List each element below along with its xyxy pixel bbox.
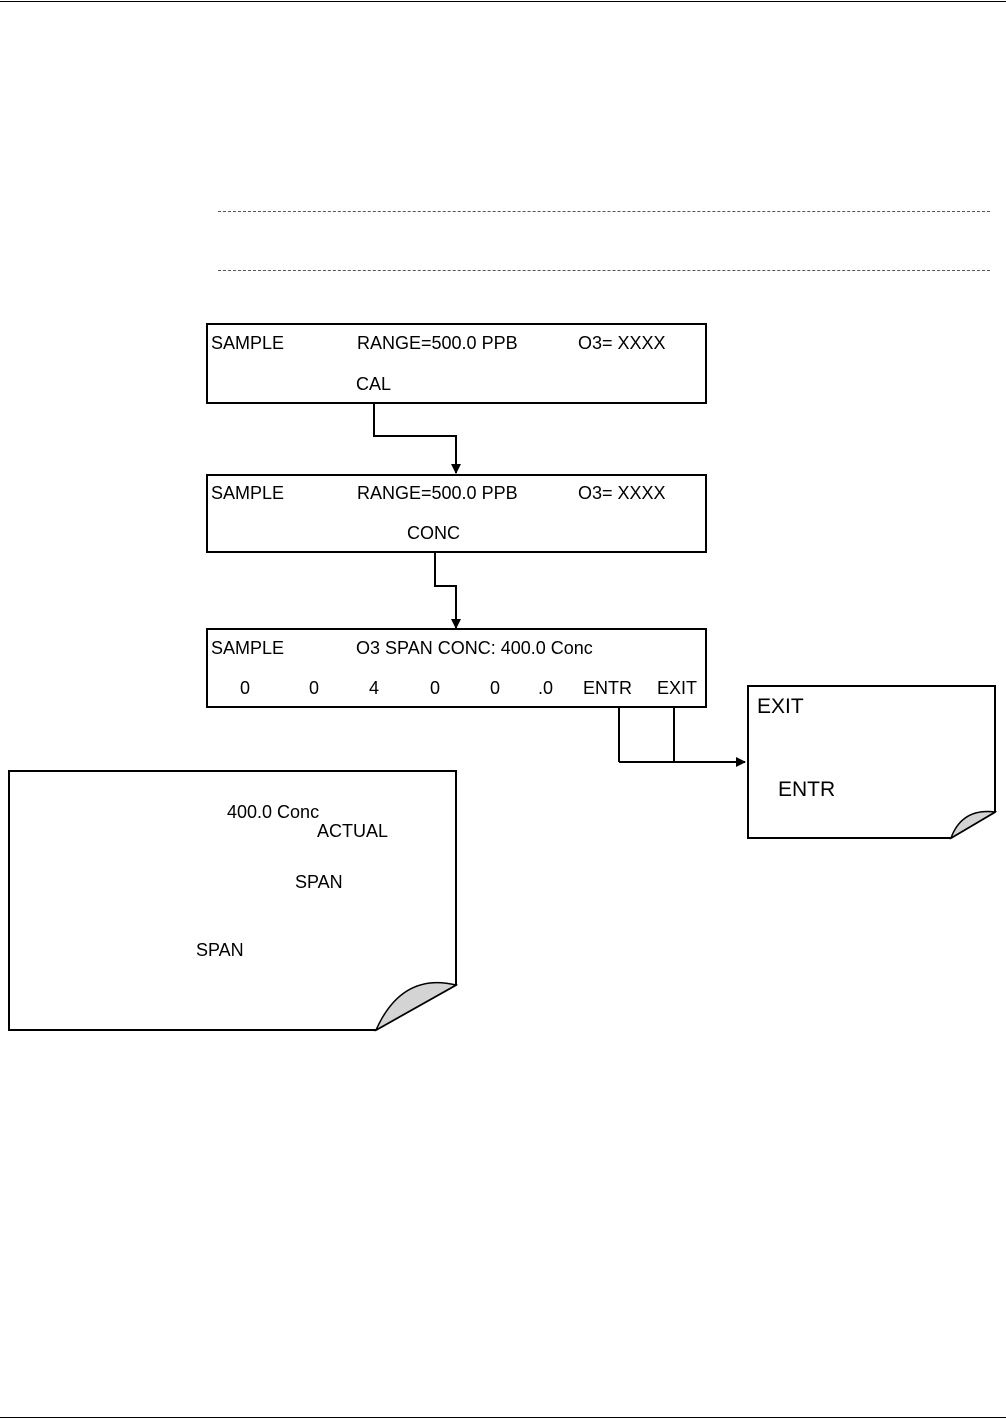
- screen2-range: RANGE=500.0 PPB: [357, 483, 518, 503]
- bottom-rule: [0, 1417, 1006, 1418]
- dashed-rule-lower: [218, 270, 990, 271]
- screen1-range: RANGE=500.0 PPB: [357, 333, 518, 353]
- connector-cal-to-conc: [373, 396, 461, 474]
- exit-key[interactable]: EXIT: [657, 678, 698, 698]
- screen2-mode: SAMPLE: [211, 483, 285, 503]
- screen3-message: O3 SPAN CONC: 400.0 Conc: [356, 638, 593, 658]
- note-entr-label: ENTR: [778, 778, 836, 801]
- note-span-label-1: SPAN: [295, 872, 343, 892]
- note-exit-label: EXIT: [757, 695, 804, 718]
- cal-key[interactable]: CAL: [356, 374, 392, 394]
- top-rule: [0, 1, 1006, 2]
- connector-conc-to-span: [434, 545, 461, 629]
- digit-key-2[interactable]: 0: [309, 678, 320, 698]
- digit-key-1[interactable]: 0: [240, 678, 251, 698]
- note-conc-fold-icon: [374, 981, 459, 1032]
- dashed-rule-upper: [218, 211, 990, 212]
- screen1-mode: SAMPLE: [211, 333, 285, 353]
- digit-key-4[interactable]: 0: [430, 678, 441, 698]
- digit-key-3[interactable]: 4: [369, 678, 380, 698]
- screen3-mode: SAMPLE: [211, 638, 285, 658]
- display-screen-3: [206, 628, 707, 708]
- note-exit-fold-icon: [949, 810, 998, 840]
- note-actual-label: ACTUAL: [317, 821, 389, 841]
- note-conc-value: 400.0 Conc: [227, 802, 320, 822]
- display-screen-1: [206, 323, 707, 404]
- entr-key[interactable]: ENTR: [583, 678, 632, 698]
- digit-key-6[interactable]: .0: [538, 678, 554, 698]
- screen1-reading: O3= XXXX: [578, 333, 666, 353]
- conc-key[interactable]: CONC: [407, 523, 460, 543]
- display-screen-2: [206, 474, 707, 553]
- digit-key-5[interactable]: 0: [490, 678, 501, 698]
- screen2-reading: O3= XXXX: [578, 483, 666, 503]
- note-span-label-2: SPAN: [196, 940, 244, 960]
